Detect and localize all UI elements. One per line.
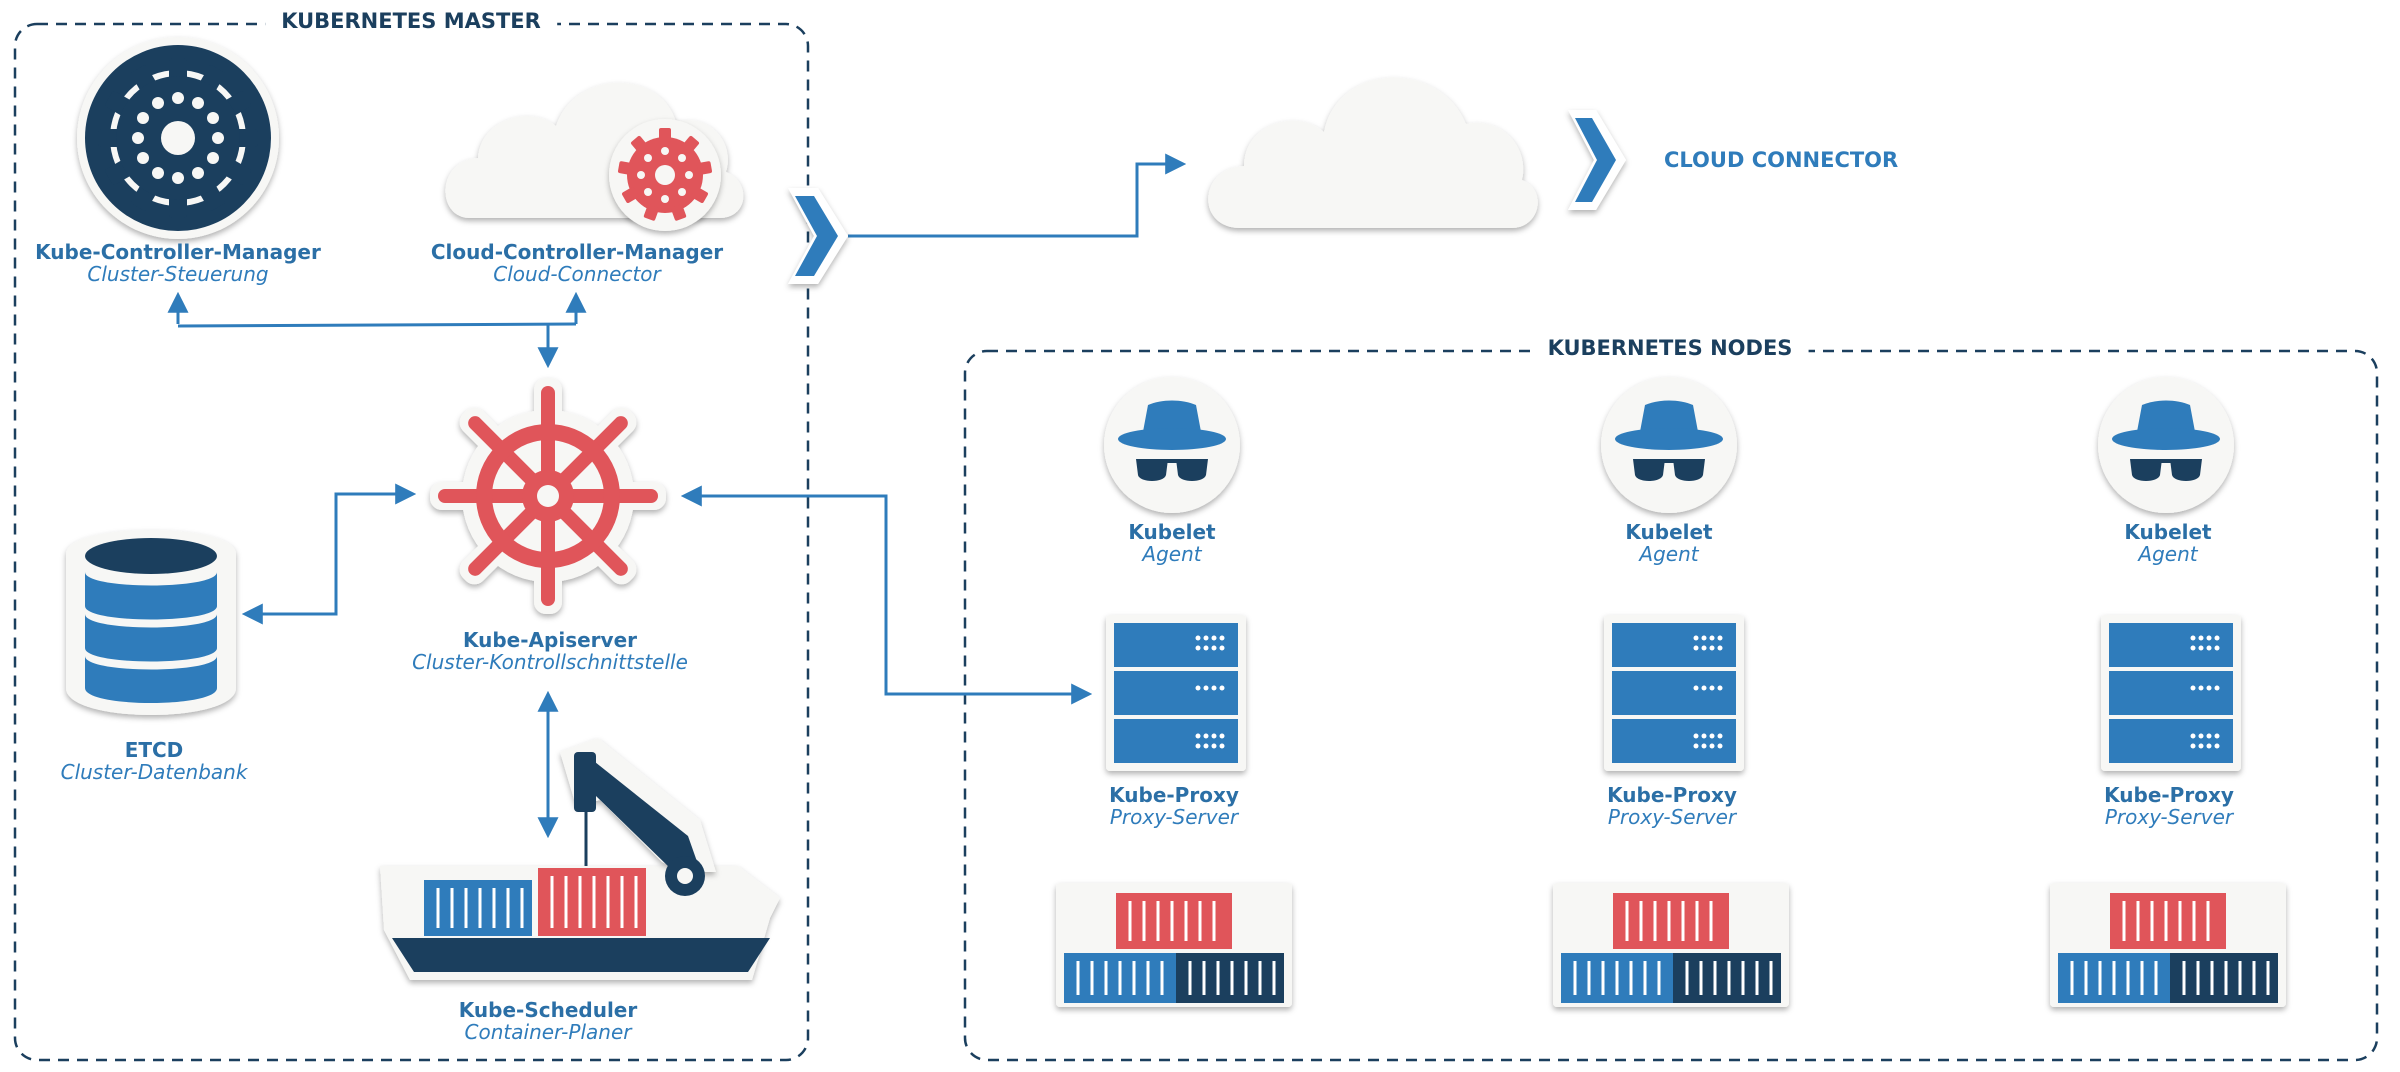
ship-wheel-icon (430, 378, 666, 614)
controller-manager-subtitle: Cluster-Steuerung (87, 262, 269, 287)
kube-proxy-title: Kube-Proxy (1607, 783, 1737, 807)
arrow-etcd-apiserver (241, 483, 417, 625)
scheduler-label: Kube-Scheduler Container-Planer (459, 999, 637, 1044)
connectors (167, 153, 1187, 839)
containers-icon (2050, 883, 2286, 1007)
kubelet-subtitle: Agent (2138, 542, 2198, 567)
kubelet-label: Kubelet Agent (1128, 521, 1215, 566)
containers-icon (1056, 883, 1292, 1007)
arrow-apiserver-nodes (680, 485, 1093, 705)
gear-icon (77, 37, 279, 239)
cloud-chevron-icon (1568, 110, 1626, 210)
nodes-title: KUBERNETES NODES (1531, 336, 1809, 360)
kubelet-title: Kubelet (1625, 520, 1713, 544)
cloud-controller-manager-label: Cloud-Controller-Manager Cloud-Connector (431, 241, 723, 286)
cloud-connector-title: CLOUD CONNECTOR (1664, 148, 1899, 172)
etcd-label: ETCD Cluster-Datenbank (61, 739, 248, 784)
kube-proxy-label: Kube-Proxy Proxy-Server (1607, 784, 1737, 829)
cloud-icon (1208, 77, 1538, 228)
kubelet-subtitle: Agent (1142, 542, 1202, 567)
link-controllers (177, 322, 577, 328)
kube-proxy-label: Kube-Proxy Proxy-Server (2104, 784, 2234, 829)
container-ship-icon (380, 738, 780, 980)
server-icon (1604, 615, 1744, 771)
kubelet-title: Kubelet (1128, 520, 1216, 544)
kubelet-title: Kubelet (2124, 520, 2212, 544)
cloud-controller-manager-title: Cloud-Controller-Manager (430, 240, 724, 264)
scheduler-title: Kube-Scheduler (458, 998, 638, 1022)
kube-proxy-title: Kube-Proxy (2104, 783, 2234, 807)
kube-proxy-subtitle: Proxy-Server (2104, 805, 2234, 830)
apiserver-label: Kube-Apiserver Cluster-Kontrollschnittst… (412, 629, 688, 674)
etcd-title: ETCD (124, 738, 184, 762)
kube-proxy-label: Kube-Proxy Proxy-Server (1109, 784, 1239, 829)
arrow-to-cloud (848, 153, 1187, 238)
apiserver-title: Kube-Apiserver (462, 628, 637, 652)
kube-proxy-subtitle: Proxy-Server (1607, 805, 1737, 830)
kubelet-icon (1104, 377, 1240, 513)
kubelet-icon (1601, 377, 1737, 513)
etcd-subtitle: Cluster-Datenbank (60, 760, 248, 785)
containers-icon (1553, 883, 1789, 1007)
kubelet-label: Kubelet Agent (1625, 521, 1712, 566)
controller-manager-label: Kube-Controller-Manager Cluster-Steuerun… (35, 241, 321, 286)
controller-manager-title: Kube-Controller-Manager (35, 240, 321, 264)
cloud-controller-manager-subtitle: Cloud-Connector (493, 262, 661, 287)
master-title: KUBERNETES MASTER (265, 9, 557, 33)
apiserver-subtitle: Cluster-Kontrollschnittstelle (412, 650, 688, 675)
kube-proxy-subtitle: Proxy-Server (1109, 805, 1239, 830)
scheduler-subtitle: Container-Planer (464, 1020, 632, 1045)
kubelet-icon (2098, 377, 2234, 513)
kubelet-label: Kubelet Agent (2124, 521, 2211, 566)
kube-proxy-title: Kube-Proxy (1109, 783, 1239, 807)
server-icon (1106, 615, 1246, 771)
server-icon (2101, 615, 2241, 771)
cloud-gear-icon (445, 82, 744, 231)
kubelet-subtitle: Agent (1639, 542, 1699, 567)
database-icon (66, 530, 236, 715)
master-chevron-icon (788, 188, 848, 284)
